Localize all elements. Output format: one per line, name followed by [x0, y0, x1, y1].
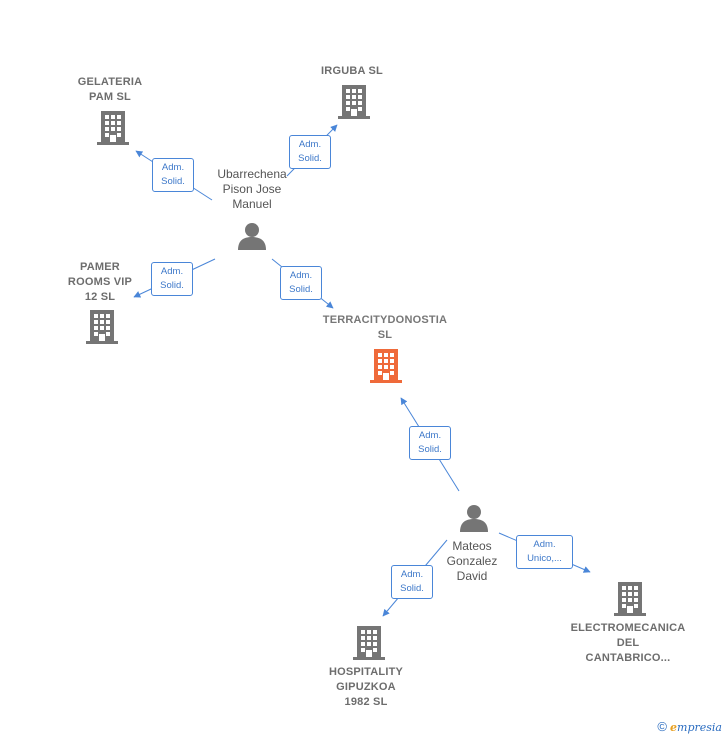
- node-label-pamer[interactable]: PAMER ROOMS VIP 12 SL: [67, 261, 133, 303]
- edge-label-ubarrechena-irguba: Adm. Solid.: [289, 135, 331, 169]
- node-label-terracity[interactable]: TERRACITYDONOSTIA SL: [322, 314, 448, 341]
- electromecanica-building-icon[interactable]: [614, 582, 646, 616]
- hospitality-building-icon[interactable]: [353, 626, 385, 660]
- edge-label-mateos-terracity: Adm. Solid.: [409, 426, 451, 460]
- gelateria-building-icon[interactable]: [97, 111, 129, 145]
- edge-label-mateos-electromecanica: Adm. Unico,...: [516, 535, 573, 569]
- copyright-icon: ©: [657, 719, 667, 734]
- node-label-ubarrechena[interactable]: Ubarrechena Pison Jose Manuel: [217, 167, 287, 211]
- node-label-hospitality[interactable]: HOSPITALITY GIPUZKOA 1982 SL: [328, 666, 404, 708]
- node-label-mateos[interactable]: Mateos Gonzalez David: [446, 539, 498, 583]
- edge-label-mateos-hospitality: Adm. Solid.: [391, 565, 433, 599]
- mateos-person-icon[interactable]: [460, 505, 488, 532]
- terracity-building-icon[interactable]: [370, 349, 402, 383]
- node-label-irguba[interactable]: IRGUBA SL: [321, 65, 383, 77]
- ubarrechena-person-icon[interactable]: [238, 223, 266, 250]
- edge-label-ubarrechena-gelateria: Adm. Solid.: [152, 158, 194, 192]
- edge-label-ubarrechena-pamer: Adm. Solid.: [151, 262, 193, 296]
- brand-footer: © empresia: [657, 719, 722, 734]
- node-label-electromecanica[interactable]: ELECTROMECANICA DEL CANTABRICO...: [570, 622, 686, 664]
- node-label-gelateria[interactable]: GELATERIA PAM SL: [77, 76, 143, 103]
- pamer-building-icon[interactable]: [86, 310, 118, 344]
- brand-logo: empresia: [670, 721, 722, 734]
- irguba-building-icon[interactable]: [338, 85, 370, 119]
- edge-label-ubarrechena-terracity: Adm. Solid.: [280, 266, 322, 300]
